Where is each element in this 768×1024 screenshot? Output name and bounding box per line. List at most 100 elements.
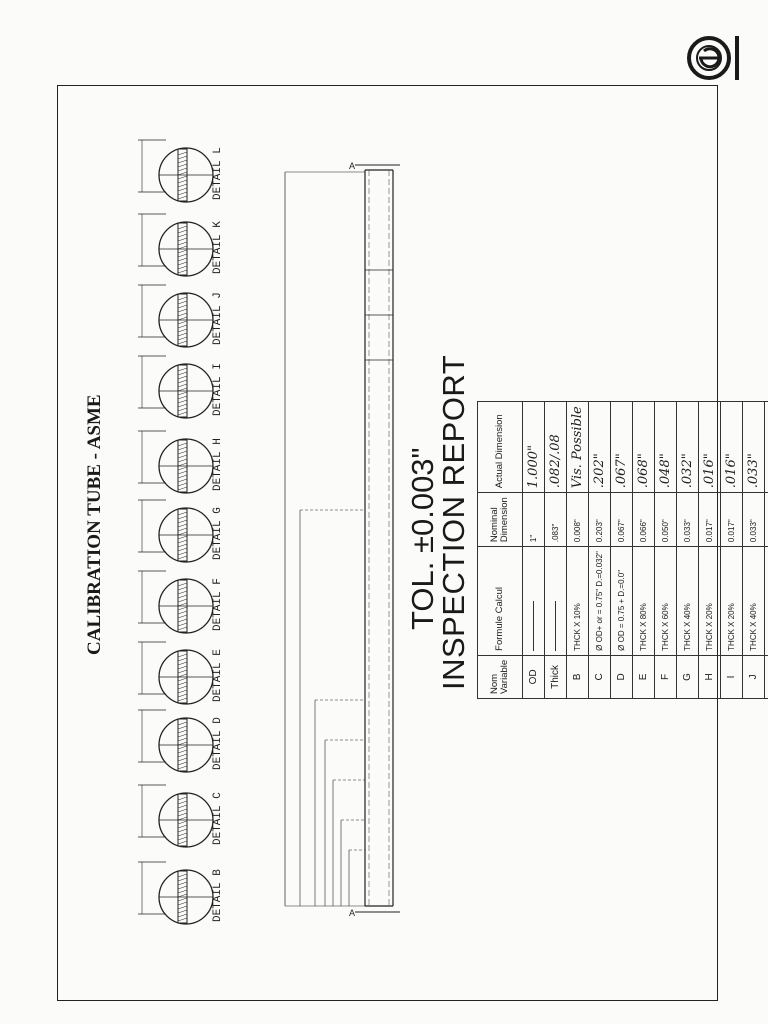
hatch-line [177,155,188,160]
detail-label: DETAIL F [212,578,224,631]
hatch-line [177,598,188,603]
cell-variable: H [698,655,721,699]
hatch-line [177,265,188,270]
hatch-line [177,523,188,528]
hatch-line [177,387,188,392]
cell-nominal: 0.033" [676,492,699,547]
hatch-line [177,622,188,627]
cell-actual: 1.000" [522,401,545,493]
hatch-line [177,328,188,333]
hatch-line [177,547,188,552]
cell-formula: THCK X 60% [654,546,677,656]
cell-variable: D [610,655,633,699]
hatch-line [177,741,188,746]
hatch-line [177,371,188,376]
hatch-line [177,399,188,404]
cell-formula: THCK X 60% [764,546,768,656]
table-header-row: Nom Variable Formule Calcul Nominal Dime… [477,401,523,699]
hatch-line [177,171,188,176]
hatch-line [177,229,188,234]
hatch-line [177,367,188,372]
hatch-line [177,765,188,770]
section-mark: A [349,161,355,171]
cell-actual: .068" [632,401,655,493]
detail-label: DETAIL L [212,147,224,200]
detail-view [138,784,214,848]
hatch-line [177,733,188,738]
hatch-line [177,551,188,556]
cell-actual: .067" [610,401,633,493]
hatch-line [177,411,188,416]
hatch-line [177,269,188,274]
hatch-line [177,761,188,766]
hatch-line [177,539,188,544]
hatch-line [177,304,188,309]
header-variable: Nom Variable [477,655,523,699]
hatch-line [177,602,188,607]
hatch-line [177,531,188,536]
hatch-line [177,187,188,192]
hatch-line [177,901,188,906]
cell-variable: F [654,655,677,699]
hatch-line [177,391,188,396]
hatch-line [177,618,188,623]
hatch-line [177,462,188,467]
detail-view [138,570,214,634]
detail-label: DETAIL J [212,292,224,345]
table-row: Thick .083".082/.08 [544,401,567,699]
hatch-line [177,379,188,384]
hatch-line [177,515,188,520]
hatch-line [177,407,188,412]
cell-variable: E [632,655,655,699]
hatch-line [177,320,188,325]
hatch-line [177,800,188,805]
cell-actual: .082/.08 [544,401,567,493]
hatch-line [177,308,188,313]
cell-nominal: 0.050" [764,492,768,547]
inspection-report-title: INSPECTION REPORT [436,354,471,690]
cell-nominal: .083" [544,492,567,547]
detail-label: DETAIL G [212,507,224,560]
hatch-line [177,669,188,674]
hatch-line [177,881,188,886]
table-row: KTHCK X 60%0.050".050" [764,401,768,699]
hatch-line [177,474,188,479]
inspection-report-table: Nom Variable Formule Calcul Nominal Dime… [477,401,768,699]
hatch-line [177,543,188,548]
detail-view [138,355,214,419]
hatch-line [177,403,188,408]
hatch-line [177,296,188,301]
hatch-line [177,737,188,742]
hatch-line [177,466,188,471]
header-nominal: Nominal Dimension [477,492,523,547]
cell-variable: C [588,655,611,699]
cell-variable: Thick [544,655,567,699]
hatch-line [177,249,188,254]
cell-formula: THCK X 40% [676,546,699,656]
hatch-line [177,383,188,388]
cell-formula [544,546,567,656]
hatch-line [177,877,188,882]
header-formula: Formule Calcul [477,546,523,656]
hatch-line [177,535,188,540]
cell-actual: .016" [698,401,721,493]
cell-variable: I [720,655,743,699]
hatch-line [177,626,188,631]
hatch-line [177,470,188,475]
section-mark: A [349,908,355,918]
detail-view [138,139,214,203]
hatch-line [177,336,188,341]
hatch-line [177,820,188,825]
hatch-line [177,657,188,662]
hatch-line [177,340,188,345]
hatch-line [177,179,188,184]
hatch-line [177,812,188,817]
cell-formula: THCK X 20% [698,546,721,656]
detail-view [138,861,214,925]
